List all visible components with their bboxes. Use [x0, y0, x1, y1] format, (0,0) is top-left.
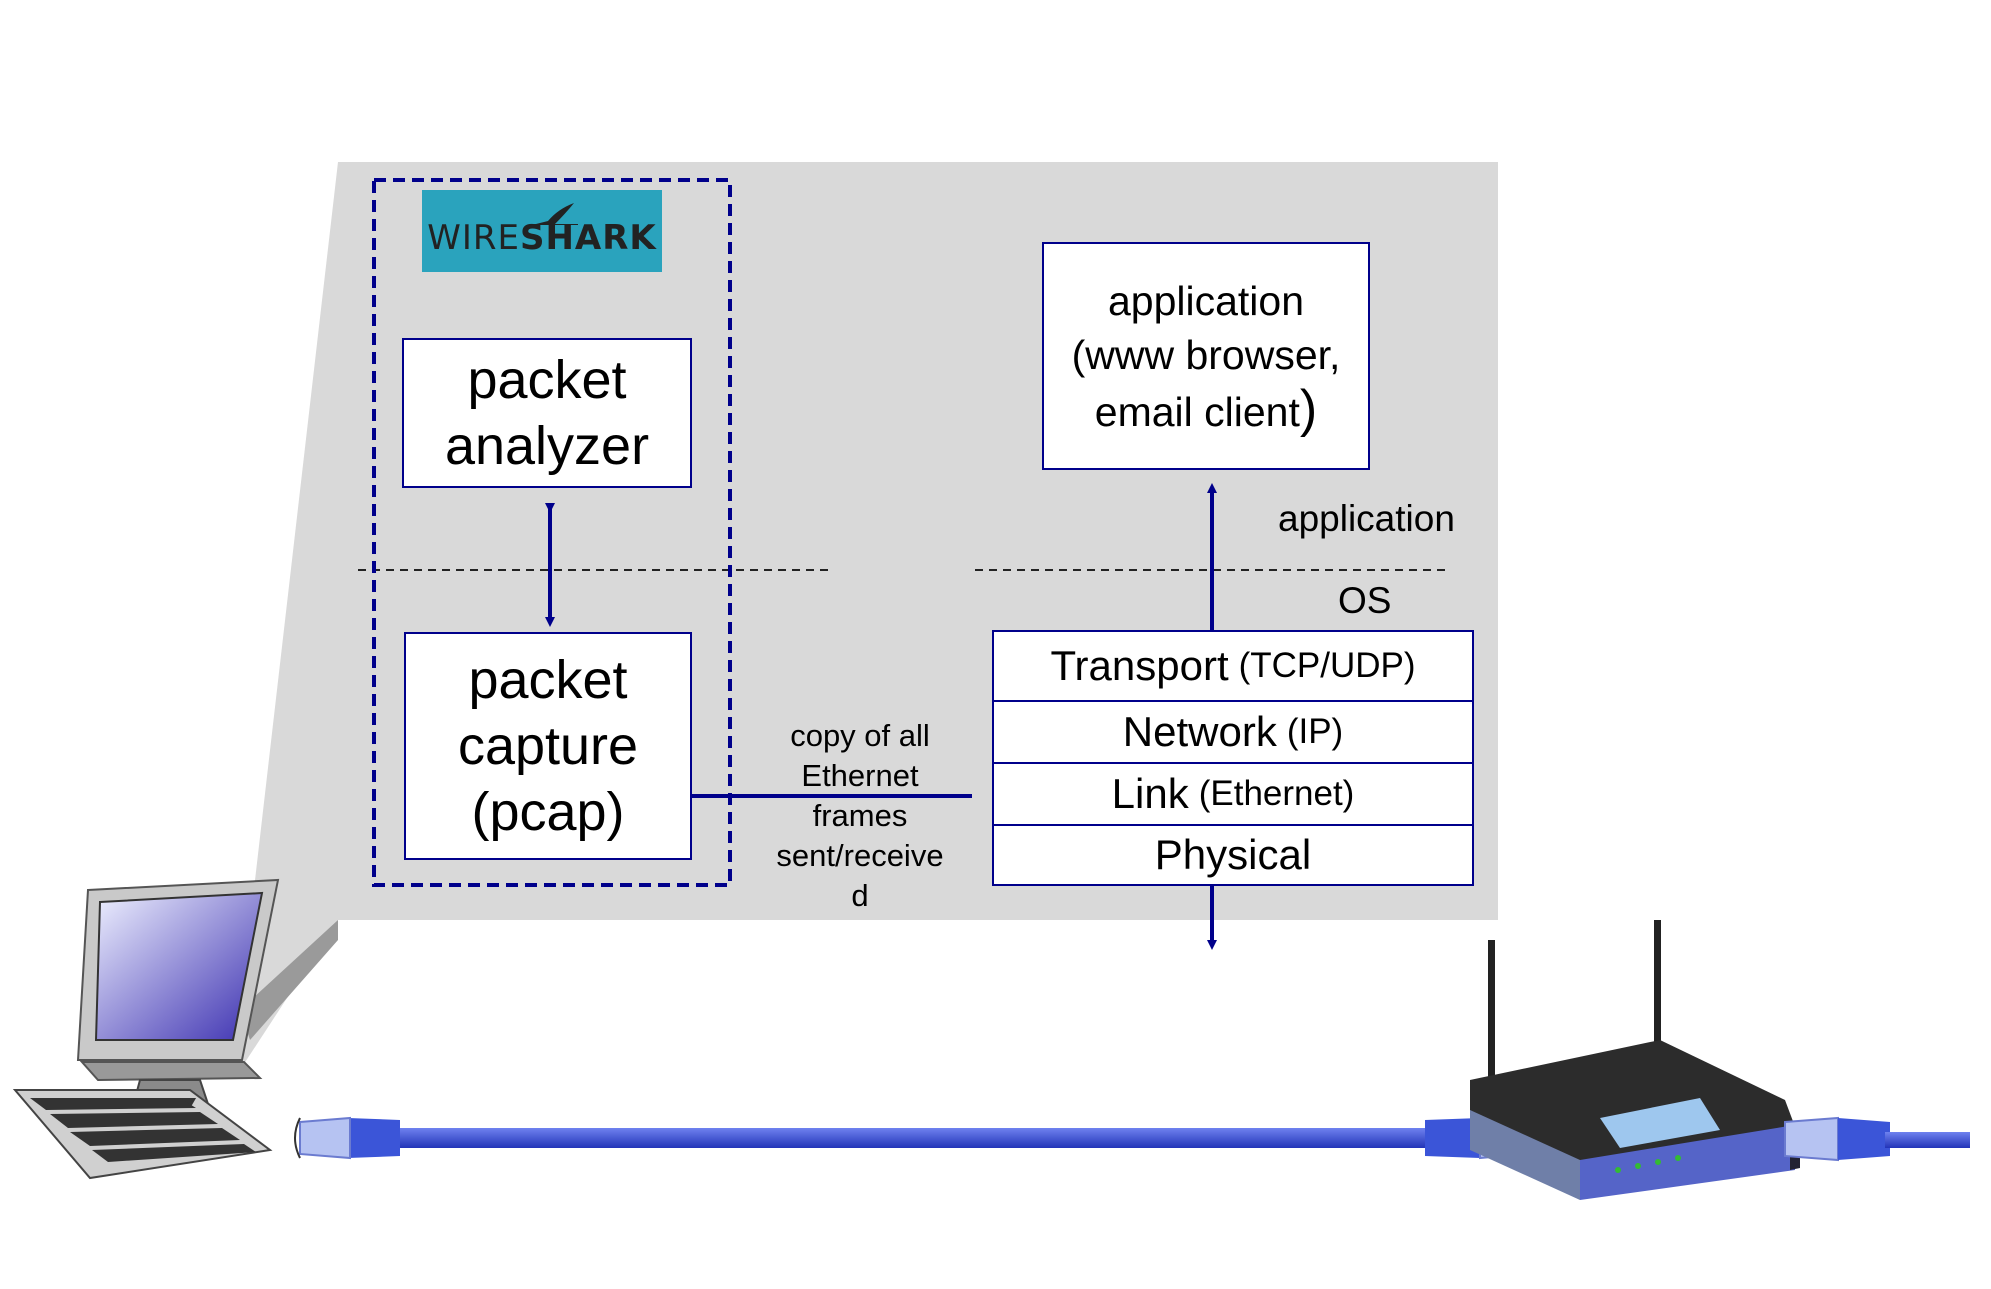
- router-icon: [1470, 920, 1800, 1200]
- copy-frames-label: copy of all Ethernet frames sent/receive…: [760, 716, 960, 916]
- computer-icon: [12, 878, 280, 1180]
- application-box-line-3: email client): [1095, 382, 1317, 439]
- packet-analyzer-line-1: packet: [467, 350, 627, 410]
- ethernet-cable-icon: [294, 1116, 1526, 1160]
- stack-row-transport: Transport (TCP/UDP): [994, 632, 1472, 702]
- copy-label-line-1: copy of all: [790, 718, 930, 753]
- packet-capture-line-1: packet: [468, 650, 628, 710]
- copy-label-line-2: Ethernet: [801, 758, 919, 793]
- stack-link-paren: (Ethernet): [1198, 774, 1355, 813]
- os-layer-label: OS: [1338, 580, 1392, 621]
- packet-capture-line-3: (pcap): [471, 782, 625, 842]
- application-layer-label: application: [1278, 498, 1455, 539]
- application-box-line-1: application: [1107, 277, 1305, 324]
- packet-analyzer-line-2: analyzer: [444, 416, 650, 476]
- stack-link-name: Link: [1111, 770, 1189, 817]
- stack-network-paren: (IP): [1286, 712, 1344, 751]
- shark-fin-icon: [532, 194, 578, 226]
- stack-network-name: Network: [1122, 708, 1277, 755]
- zoom-projection-shadow: [240, 920, 338, 1040]
- protocol-stack: Transport (TCP/UDP) Network (IP) Link (E…: [992, 630, 1474, 886]
- application-box: application (www browser, email client): [1042, 242, 1370, 470]
- stack-transport-name: Transport: [1050, 642, 1229, 689]
- application-box-line-2: (www browser,: [1071, 331, 1341, 378]
- copy-label-line-4: sent/receive: [776, 838, 944, 873]
- stack-transport-paren: (TCP/UDP): [1238, 646, 1416, 685]
- stack-row-network: Network (IP): [994, 702, 1472, 764]
- outgoing-cable-icon: [1784, 1116, 1970, 1162]
- packet-analyzer-box: packet analyzer: [402, 338, 692, 488]
- stack-physical-name: Physical: [1154, 831, 1312, 878]
- packet-capture-line-2: capture: [457, 716, 639, 776]
- stack-row-link: Link (Ethernet): [994, 764, 1472, 826]
- zoom-projection: [240, 162, 338, 1070]
- stack-row-physical: Physical: [994, 826, 1472, 884]
- packet-capture-box: packet capture (pcap): [404, 632, 692, 860]
- application-box-close-paren: ): [1299, 379, 1318, 438]
- copy-label-line-5: d: [851, 878, 869, 913]
- application-box-line-3-text: email client: [1094, 388, 1300, 435]
- logo-text-light: WIRE: [427, 218, 520, 258]
- copy-label-line-3: frames: [812, 798, 908, 833]
- wireshark-boundary: [372, 178, 732, 887]
